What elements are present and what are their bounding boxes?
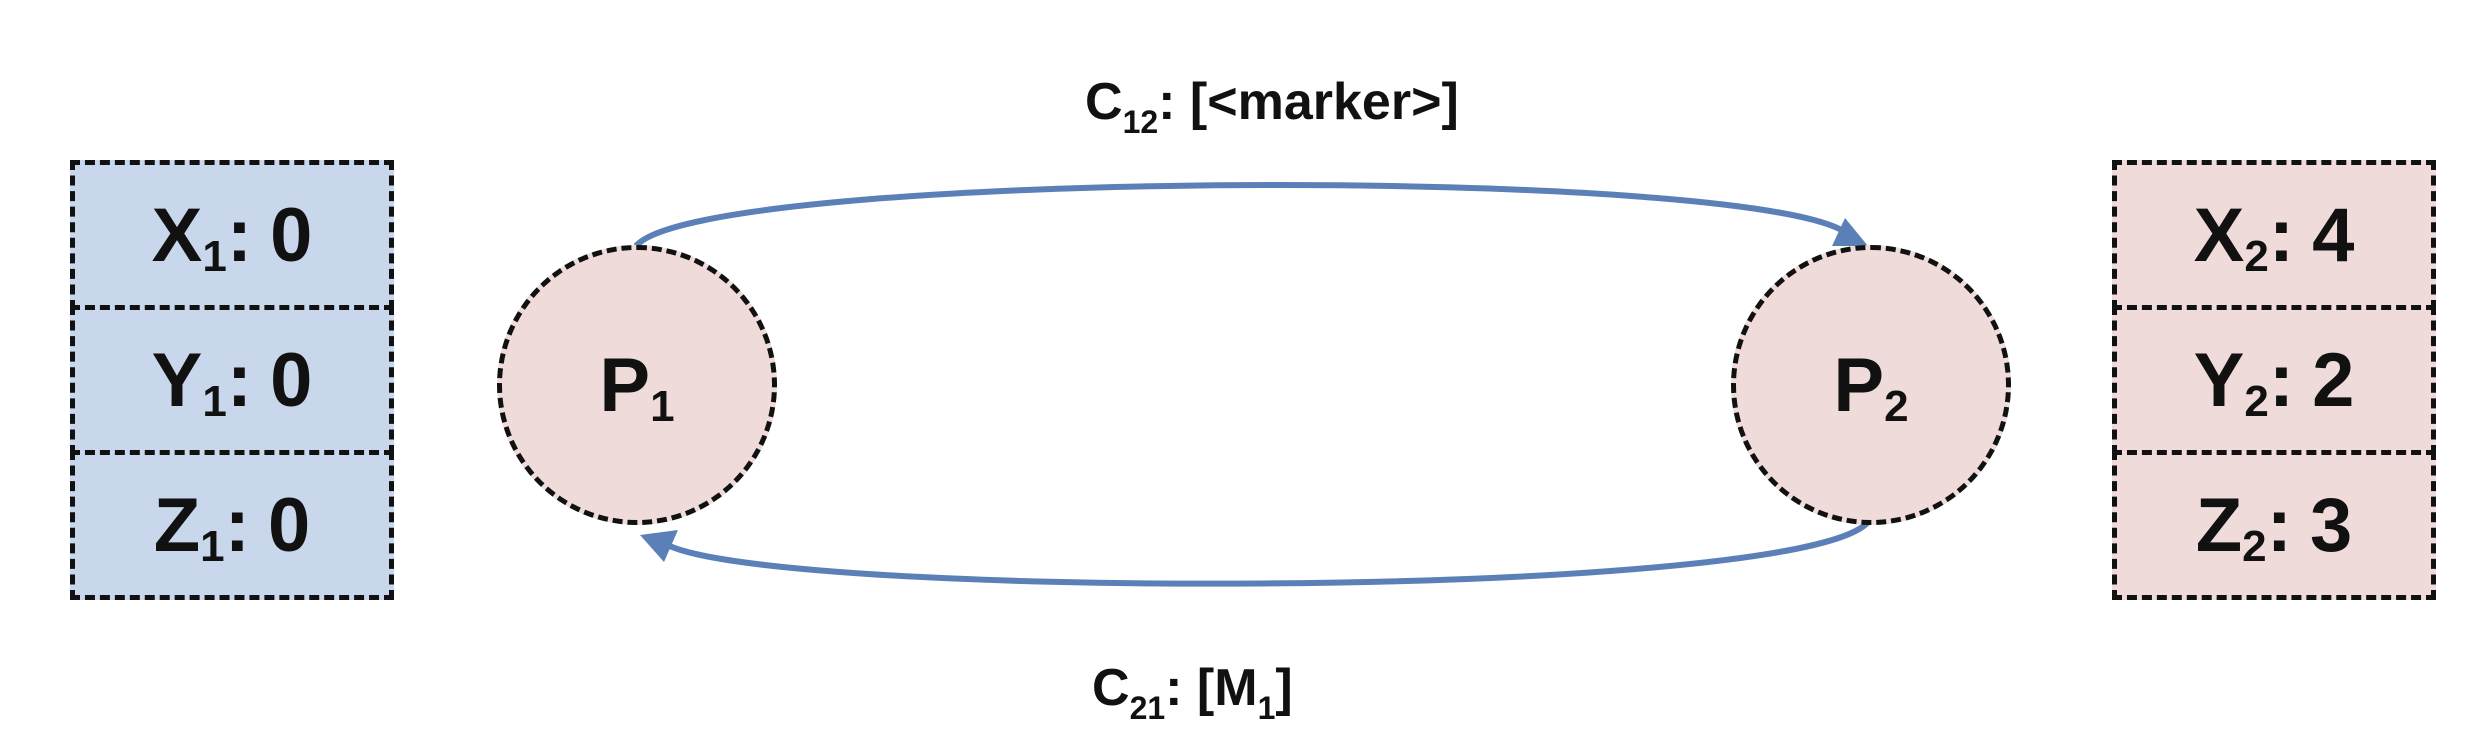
process-subscript: 1 — [650, 382, 675, 431]
channel-contents: [<marker>] — [1189, 73, 1459, 131]
channel-c12-arrow — [633, 182, 1853, 249]
var-value: 4 — [2312, 192, 2355, 278]
channel-contents: [M — [1196, 659, 1258, 717]
channel-c12-arrowhead — [1832, 218, 1868, 246]
var-name: X — [151, 192, 203, 278]
channel-c21-arrow — [657, 519, 1871, 587]
var-subscript: 2 — [2242, 522, 2267, 571]
var-value: 0 — [270, 337, 313, 423]
channel-c21-arrowhead — [640, 530, 678, 562]
var-subscript: 1 — [200, 522, 225, 571]
var-name: Z — [153, 482, 201, 568]
process-subscript: 2 — [1884, 382, 1909, 431]
process-name: P — [599, 342, 651, 428]
var-subscript: 1 — [202, 232, 227, 281]
var-name: Y — [151, 337, 203, 423]
var-value: 3 — [2309, 482, 2353, 568]
var-name: Z — [2195, 482, 2243, 568]
var-name: Y — [2193, 337, 2245, 423]
var-subscript: 2 — [2244, 377, 2269, 426]
var-value: 0 — [267, 482, 311, 568]
process-name: P — [1833, 342, 1885, 428]
channel-subscript: 12 — [1122, 104, 1159, 140]
var-subscript: 2 — [2244, 232, 2269, 281]
channel-c21-label: C21: [M1] — [1092, 659, 1293, 726]
channel-c12-label: C12: [<marker>] — [1085, 73, 1459, 140]
channel-contents-end: ] — [1275, 659, 1293, 717]
channel-subscript: 21 — [1129, 690, 1166, 726]
channel-name: C — [1092, 659, 1130, 717]
var-name: X — [2193, 192, 2245, 278]
var-subscript: 1 — [202, 377, 227, 426]
var-value: 2 — [2312, 337, 2355, 423]
channel-contents-subscript: 1 — [1257, 690, 1276, 726]
channel-name: C — [1085, 73, 1123, 131]
var-value: 0 — [270, 192, 313, 278]
